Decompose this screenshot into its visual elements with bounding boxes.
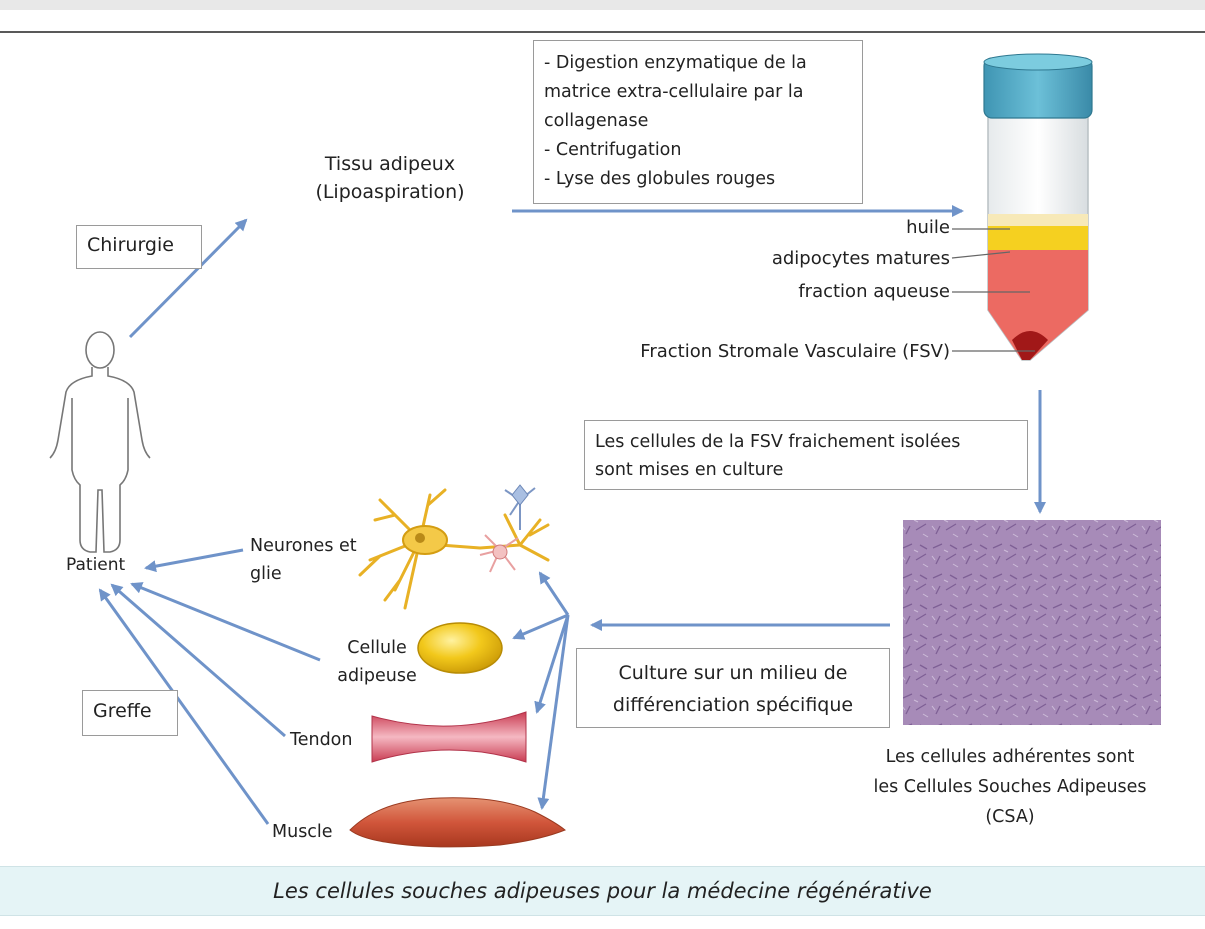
csa-line-3: (CSA) xyxy=(985,807,1035,827)
csa-line-1: Les cellules adhérentes sont xyxy=(885,747,1135,767)
centrifuge-tube xyxy=(983,53,1093,361)
adipeuse-line-1: Cellule xyxy=(347,638,407,658)
tube-leader-lines xyxy=(951,228,1035,352)
label-neurones: Neurones et glie xyxy=(250,532,357,588)
label-fraction-aqueuse: fraction aqueuse xyxy=(798,281,950,302)
process-line-3: collagenase xyxy=(544,111,649,131)
arrow-chirurgie xyxy=(128,218,248,339)
arrow-to-tendon xyxy=(534,614,570,714)
flow-arrows xyxy=(98,205,1046,825)
pellet xyxy=(1012,331,1048,360)
adipeuse-line-2: adipeuse xyxy=(337,666,417,686)
neuron-icon xyxy=(358,484,550,610)
differentiation-line-2: différenciation spécifique xyxy=(612,694,854,716)
label-huile: huile xyxy=(906,217,950,238)
culture-line-2: sont mises en culture xyxy=(595,460,784,480)
csa-label: Les cellules adhérentes sont les Cellule… xyxy=(845,742,1175,832)
culture-image xyxy=(903,520,1161,725)
arrow-to-neuron xyxy=(538,571,570,616)
neurones-line-1: Neurones et xyxy=(250,536,357,556)
label-patient: Patient xyxy=(66,555,126,575)
tissu-line-1: Tissu adipeux xyxy=(324,153,456,175)
arrow-adipeuse-patient xyxy=(130,582,321,662)
tendon-icon xyxy=(371,711,527,763)
culture-line-1: Les cellules de la FSV fraichement isolé… xyxy=(595,432,961,452)
patient-silhouette-icon xyxy=(49,331,151,553)
chirurgie-label: Chirurgie xyxy=(87,234,174,256)
differentiation-box: Culture sur un milieu de différenciation… xyxy=(576,648,890,728)
layer-aqueous xyxy=(988,250,1088,360)
layer-oil xyxy=(988,214,1088,226)
label-muscle: Muscle xyxy=(272,822,333,842)
greffe-label: Greffe xyxy=(93,700,152,722)
adipocyte-cell-icon xyxy=(417,622,503,674)
label-fsv: Fraction Stromale Vasculaire (FSV) xyxy=(640,341,950,362)
title-fragment xyxy=(0,0,1205,10)
label-cellule-adipeuse: Cellule adipeuse xyxy=(322,634,432,690)
arrow-to-adipocyte xyxy=(512,613,569,640)
process-box: - Digestion enzymatique de la matrice ex… xyxy=(533,40,863,204)
process-line-5: - Lyse des globules rouges xyxy=(544,169,776,189)
tissu-adipeux-label: Tissu adipeux (Lipoaspiration) xyxy=(300,150,480,206)
arrow-muscle-patient xyxy=(98,588,270,825)
process-line-1: - Digestion enzymatique de la xyxy=(544,53,807,73)
arrow-neurone-patient xyxy=(144,548,244,573)
neurones-line-2: glie xyxy=(250,564,282,584)
figure-caption: Les cellules souches adipeuses pour la m… xyxy=(273,879,932,903)
culture-box: Les cellules de la FSV fraichement isolé… xyxy=(584,420,1028,490)
muscle-icon xyxy=(349,797,566,848)
label-tendon: Tendon xyxy=(290,730,353,750)
label-adipocytes-matures: adipocytes matures xyxy=(771,248,950,269)
caption-bar: Les cellules souches adipeuses pour la m… xyxy=(0,866,1205,916)
differentiation-line-1: Culture sur un milieu de xyxy=(618,662,848,684)
arrow-to-muscle xyxy=(537,614,570,810)
greffe-box: Greffe xyxy=(82,690,178,736)
tissu-line-2: (Lipoaspiration) xyxy=(315,181,465,203)
process-line-2: matrice extra-cellulaire par la xyxy=(544,82,804,102)
arrow-tendon-patient xyxy=(110,583,286,738)
top-bar xyxy=(0,0,1205,10)
csa-line-2: les Cellules Souches Adipeuses xyxy=(873,777,1147,797)
layer-adipocytes xyxy=(988,226,1088,250)
chirurgie-box: Chirurgie xyxy=(76,225,202,269)
diagram-canvas xyxy=(0,31,1205,848)
process-line-4: - Centrifugation xyxy=(544,140,682,160)
